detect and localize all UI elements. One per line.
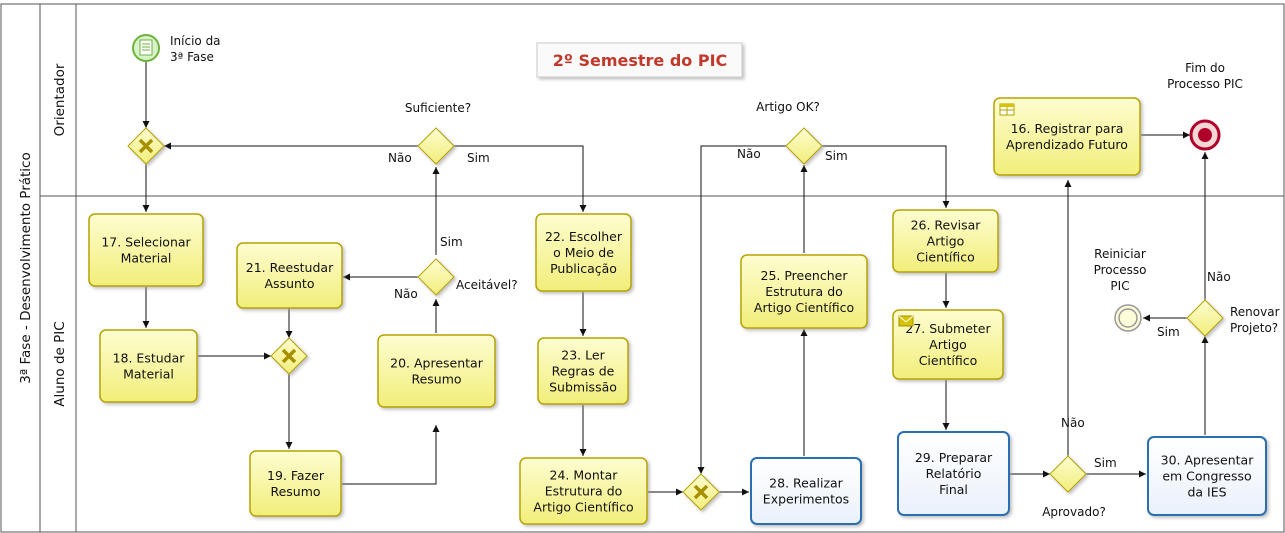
flow-label-nao: Não (1061, 416, 1085, 430)
envelope-icon (898, 315, 914, 327)
gateway-merge-resumo[interactable] (270, 337, 308, 375)
banner: 2º Semestre do PIC (536, 42, 743, 78)
gateway-aceitavel-label: Aceitável? (456, 278, 518, 292)
lane-orientador-label: Orientador (52, 63, 68, 136)
pool-label: 3ª Fase - Desenvolvimento Prático (18, 152, 34, 383)
sequence-flows (142, 62, 1209, 496)
flow-label-sim: Sim (1094, 456, 1117, 470)
gateway-aprovado[interactable]: Aprovado? (1042, 455, 1106, 519)
flow-label-nao: Não (388, 151, 412, 165)
pool: 3ª Fase - Desenvolvimento Prático (0, 3, 1285, 533)
flow-label-sim: Sim (467, 151, 490, 165)
flow-label-sim: Sim (1157, 325, 1180, 339)
x-icon (138, 138, 154, 154)
x-icon (693, 484, 709, 500)
gateway-artigo-ok-label: Artigo OK? (756, 100, 820, 114)
gateway-merge-orientador[interactable] (127, 127, 165, 165)
flow-label-nao: Não (1207, 270, 1231, 284)
gateway-aprovado-label: Aprovado? (1042, 505, 1106, 519)
gateway-suficiente-label: Suficiente? (405, 101, 471, 115)
lane-aluno-label: Aluno de PIC (52, 321, 68, 406)
banner-title: 2º Semestre do PIC (553, 51, 728, 70)
flow-labels: Não Sim Sim Não Não Sim Não Sim Não Sim (388, 147, 1231, 470)
gateway-aceitavel[interactable]: Aceitável? (417, 258, 518, 296)
flow-label-sim: Sim (440, 235, 463, 249)
gateway-merge-artigo[interactable] (682, 473, 720, 511)
x-icon (281, 348, 297, 364)
flow-label-sim: Sim (825, 149, 848, 163)
gateway-artigo-ok[interactable]: Artigo OK? (756, 100, 823, 165)
table-icon (999, 103, 1015, 116)
flow-label-nao: Não (394, 287, 418, 301)
lane-headers: Orientador Aluno de PIC (52, 4, 77, 532)
flow-label-nao: Não (737, 147, 761, 161)
gateway-suficiente[interactable]: Suficiente? (405, 101, 471, 165)
